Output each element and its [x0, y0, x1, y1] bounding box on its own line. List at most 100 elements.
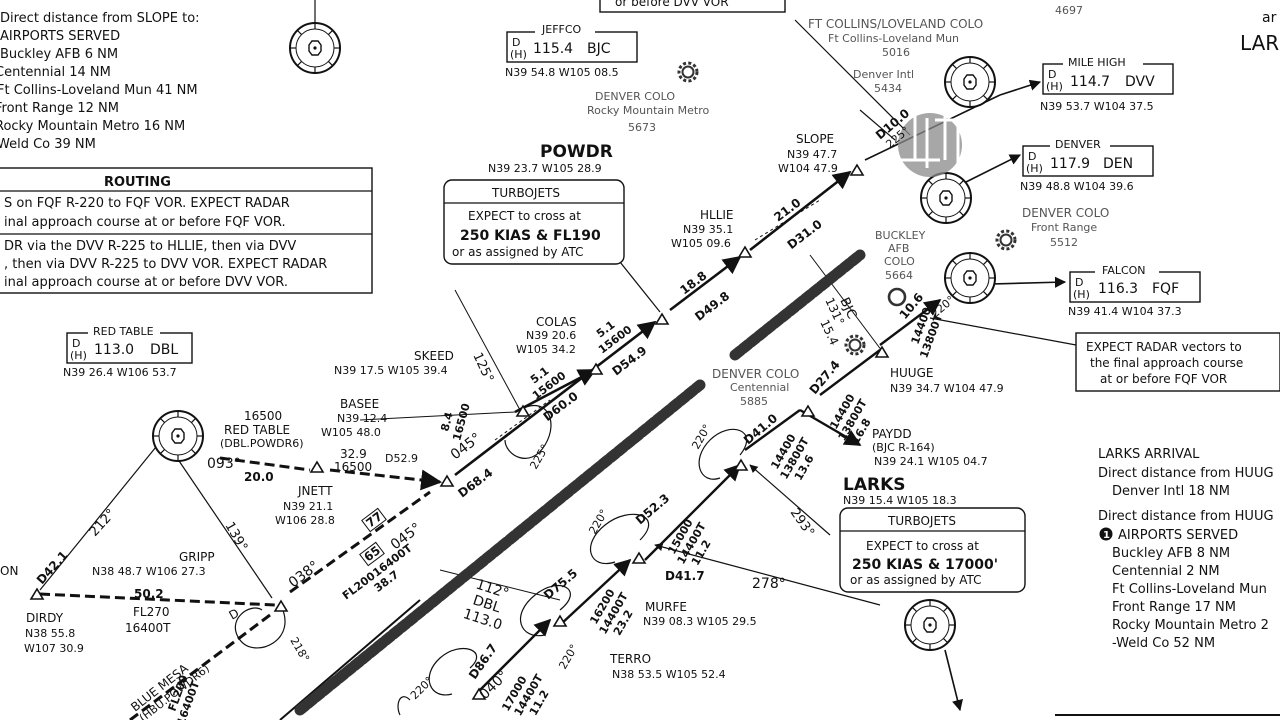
- gear-icon: [995, 229, 1017, 251]
- dme-d-symbol: D: [1048, 68, 1056, 81]
- leg-terro-220: 220°: [556, 642, 581, 671]
- waypoint-murfe[interactable]: [631, 551, 647, 564]
- waypoint-colas[interactable]: [654, 312, 670, 325]
- airport-centennial-sub: Centennial: [730, 381, 789, 394]
- waypoint-gripp[interactable]: [273, 599, 289, 612]
- vor-rose-icon: [944, 252, 996, 304]
- leg-course-218: 218°: [287, 635, 312, 664]
- dme-h-symbol: (H): [70, 349, 87, 362]
- navaid-ident: DBL: [150, 342, 178, 358]
- larks-arrival-d1-item: Denver Intl 18 NM: [1112, 484, 1230, 499]
- airport-buckley-elev: 5664: [885, 269, 913, 282]
- navaid-name: FALCON: [1102, 264, 1146, 277]
- waypoint-basee-label: BASEE: [340, 397, 379, 411]
- leg-turn-225: 225°: [527, 442, 552, 471]
- airport-circle-icon: [887, 287, 907, 307]
- turbojets-header-2: TURBOJETS: [887, 514, 956, 528]
- leg-larks-220: 220°: [689, 422, 714, 451]
- waypoint-murfe-coord: N39 08.3 W105 29.5: [643, 615, 757, 628]
- waypoint-dirdy-label: DIRDY: [26, 611, 64, 625]
- boundary-lines: [294, 249, 866, 716]
- waypoint-join[interactable]: [439, 474, 455, 487]
- airport-rmm-sub: Rocky Mountain Metro: [587, 104, 710, 117]
- waypoint-basee[interactable]: [515, 404, 531, 417]
- waypoint-terro[interactable]: [552, 614, 568, 627]
- larks-arrival-d1: Direct distance from HUUG: [1098, 466, 1274, 481]
- leg-course-125: 125°: [469, 350, 496, 385]
- waypoint-gripp-coord: N38 48.7 W106 27.3: [92, 565, 206, 578]
- waypoint-slope[interactable]: [849, 163, 865, 176]
- routing-header: ROUTING: [104, 175, 171, 190]
- navaid-denver[interactable]: DENVER D (H) 117.9 DEN N39 48.8 W104 39.…: [1020, 137, 1154, 193]
- navaid-falcon[interactable]: FALCON D (H) 116.3 FQF N39 41.4 W104 37.…: [1068, 263, 1201, 318]
- navaid-freq: 113.0: [94, 342, 134, 358]
- dme-h-symbol: (H): [1046, 80, 1063, 93]
- navaid-red-table[interactable]: RED TABLE D (H) 113.0 DBL N39 26.4 W106 …: [63, 324, 193, 379]
- leg-murfe-220: 220°: [586, 507, 611, 536]
- waypoint-skeed[interactable]: [588, 362, 604, 375]
- navaid-name: JEFFCO: [541, 23, 582, 36]
- navaid-ident: BJC: [587, 41, 611, 57]
- slope-dist-item: Front Range 12 NM: [0, 101, 119, 116]
- waypoint-huuge[interactable]: [874, 345, 890, 358]
- waypoint-powdr-label: POWDR: [540, 142, 613, 162]
- navaid-coord: N39 26.4 W106 53.7: [63, 366, 177, 379]
- turbojets-line2-1: 250 KIAS & FL190: [460, 228, 601, 244]
- top-fragment-box: or before DVV VOR: [599, 0, 786, 13]
- airport-buckley-name: BUCKLEY: [875, 229, 926, 242]
- larks-arrival-d2: Direct distance from HUUG: [1098, 509, 1274, 524]
- larks-arrival-item: Front Range 17 NM: [1112, 600, 1236, 615]
- airport-frontrange-elev: 5512: [1050, 236, 1078, 249]
- radar-note-box: EXPECT RADAR vectors to the final approa…: [929, 317, 1280, 392]
- vor-rose-icon: [152, 410, 204, 462]
- navaid-mile-high[interactable]: MILE HIGH D (H) 114.7 DVV N39 53.7 W104 …: [1040, 55, 1174, 113]
- navaid-freq: 114.7: [1070, 74, 1110, 90]
- airport-frontrange-name: DENVER COLO: [1022, 206, 1109, 220]
- leg-redtable-alt: 16500: [244, 409, 282, 423]
- waypoint-dirdy-coord: N38 55.8: [25, 627, 75, 640]
- waypoint-paydd[interactable]: [800, 404, 816, 417]
- routing-line-5: inal approach course at or before DVV VO…: [4, 275, 288, 290]
- airport-frontrange-sub: Front Range: [1031, 221, 1097, 234]
- routing-line-2: inal approach course at or before FQF VO…: [4, 215, 286, 230]
- turbojets-line2-2: 250 KIAS & 17000': [852, 557, 998, 573]
- dme-d-symbol: D: [1028, 150, 1036, 163]
- dme-d-symbol: D: [512, 36, 520, 49]
- vor-rose-icon: [920, 172, 972, 224]
- waypoint-colas-coord: N39 20.6: [526, 329, 576, 342]
- waypoint-jnett-label: JNETT: [297, 484, 333, 498]
- leg-murfe-d41-7: D41.7: [665, 569, 705, 583]
- top-fragment-text: or before DVV VOR: [615, 0, 729, 9]
- waypoint-terro-coord: N38 53.5 W105 52.4: [612, 668, 726, 681]
- waypoint-jnett[interactable]: [309, 460, 325, 473]
- leg-larks-293: 293°: [787, 506, 817, 540]
- navaid-jeffco[interactable]: JEFFCO D (H) 115.4 BJC N39 54.8 W105 08.…: [505, 23, 638, 79]
- slope-dist-item: Ft Collins-Loveland Mun 41 NM: [0, 83, 198, 98]
- waypoint-huuge-coord: N39 34.7 W104 47.9: [890, 382, 1004, 395]
- leg-murfe-278: 278°: [752, 576, 786, 592]
- airport-ftcollins-elev: 5016: [882, 46, 910, 59]
- routing-line-4: , then via DVV R-225 to DVV VOR. EXPECT …: [4, 257, 327, 272]
- navaid-coord: N39 54.8 W105 08.5: [505, 66, 619, 79]
- waypoint-dirdy[interactable]: [29, 587, 45, 600]
- dme-d-symbol: D: [72, 337, 80, 350]
- waypoint-jnett-coord: N39 21.1: [283, 500, 333, 513]
- navaid-coord: N39 48.8 W104 39.6: [1020, 180, 1134, 193]
- larks-arrival-item: Centennial 2 NM: [1112, 564, 1220, 579]
- leg-jnett-dme: D52.9: [385, 452, 418, 465]
- waypoint-larks[interactable]: [733, 458, 749, 471]
- waypoint-bottom[interactable]: [471, 687, 487, 700]
- dme-d-symbol: D: [1075, 276, 1083, 289]
- navaid-name: RED TABLE: [93, 325, 154, 338]
- waypoint-hllie[interactable]: [737, 245, 753, 258]
- airport-centennial-name: DENVER COLO: [712, 367, 799, 381]
- airport-denver-intl-icon: [898, 112, 975, 177]
- turbojets-line3-1: or as assigned by ATC: [452, 245, 584, 259]
- leg-terro-d75-5: D75.5: [541, 566, 580, 602]
- gear-icon: [844, 334, 866, 356]
- waypoint-skeed-label: SKEED: [414, 349, 454, 363]
- turbojets-header-1: TURBOJETS: [491, 186, 560, 200]
- leg-d-label: D: [227, 606, 242, 623]
- waypoint-larks-coord: N39 15.4 W105 18.3: [843, 494, 957, 507]
